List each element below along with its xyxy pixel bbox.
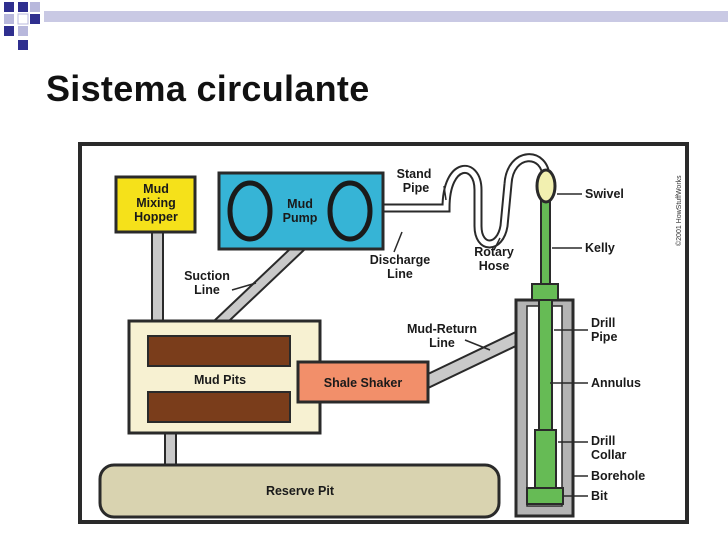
hopper-label: Mud — [143, 182, 169, 196]
pit-bin — [147, 335, 291, 367]
shale-shaker-label: Shale Shaker — [324, 376, 403, 390]
header-square — [18, 40, 28, 50]
hopper-label: Hopper — [134, 210, 178, 224]
leader-line — [393, 231, 403, 253]
hopper-label: Mixing — [136, 196, 176, 210]
swivel-label: Swivel — [585, 187, 624, 201]
mud-return-line-label: Line — [429, 336, 455, 350]
shale-shaker — [296, 360, 430, 404]
mud-mixing-hopper — [114, 175, 197, 234]
leader-line — [493, 237, 501, 251]
drill-pipe-label: Drill — [591, 316, 615, 330]
copyright-credit: ©2001 HowStuffWorks — [675, 175, 683, 246]
drill-collar-label: Collar — [591, 448, 627, 462]
hopper-line — [151, 231, 164, 325]
annulus-label: Annulus — [591, 376, 641, 390]
pump-cylinder — [327, 180, 373, 242]
pump-label: Mud — [287, 197, 313, 211]
header-square — [4, 14, 14, 24]
kelly-bushing — [531, 283, 559, 301]
pit-bin — [147, 391, 291, 423]
mud-return-line-label: Mud-Return — [407, 322, 477, 336]
header-square — [17, 13, 29, 25]
rotary-hose-label: Rotary — [474, 245, 514, 259]
stand-pipe-label: Pipe — [403, 181, 429, 195]
rotary-hose-label: Hose — [479, 259, 510, 273]
pump-label: Pump — [283, 211, 318, 225]
leader-lines — [231, 185, 588, 497]
reserve-pit-label: Reserve Pit — [266, 484, 335, 498]
suction-line-label: Line — [194, 283, 220, 297]
kelly-label: Kelly — [585, 241, 615, 255]
suction-line-label: Suction — [184, 269, 230, 283]
pump-cylinder — [227, 180, 273, 242]
mud-pits-label: Mud Pits — [194, 373, 246, 387]
drill-collar-label: Drill — [591, 434, 615, 448]
header-band — [44, 11, 728, 22]
leader-line — [464, 339, 491, 351]
header-square — [4, 2, 14, 12]
leader-line — [443, 185, 447, 201]
header-square — [18, 26, 28, 36]
swivel — [535, 168, 557, 204]
slide-header-decoration — [4, 2, 728, 50]
header-square — [4, 26, 14, 36]
drill-collar — [534, 429, 557, 489]
borehole-label: Borehole — [591, 469, 645, 483]
discharge-line-label: Line — [387, 267, 413, 281]
stand-pipe-label: Stand — [397, 167, 432, 181]
leader-line — [231, 282, 257, 291]
header-square — [18, 2, 28, 12]
slide-title: Sistema circulante — [46, 68, 370, 109]
discharge-line-label: Discharge — [370, 253, 430, 267]
header-square — [30, 2, 40, 12]
drill-bit — [526, 487, 564, 505]
header-square — [30, 14, 40, 24]
bit-label: Bit — [591, 489, 609, 503]
drill-pipe — [538, 299, 553, 431]
pits-to-reserve-line — [164, 431, 177, 467]
drill-pipe-label: Pipe — [591, 330, 617, 344]
discharge-line-pipe-fill — [379, 155, 549, 247]
kelly — [540, 195, 551, 289]
reserve-pit — [98, 463, 501, 519]
